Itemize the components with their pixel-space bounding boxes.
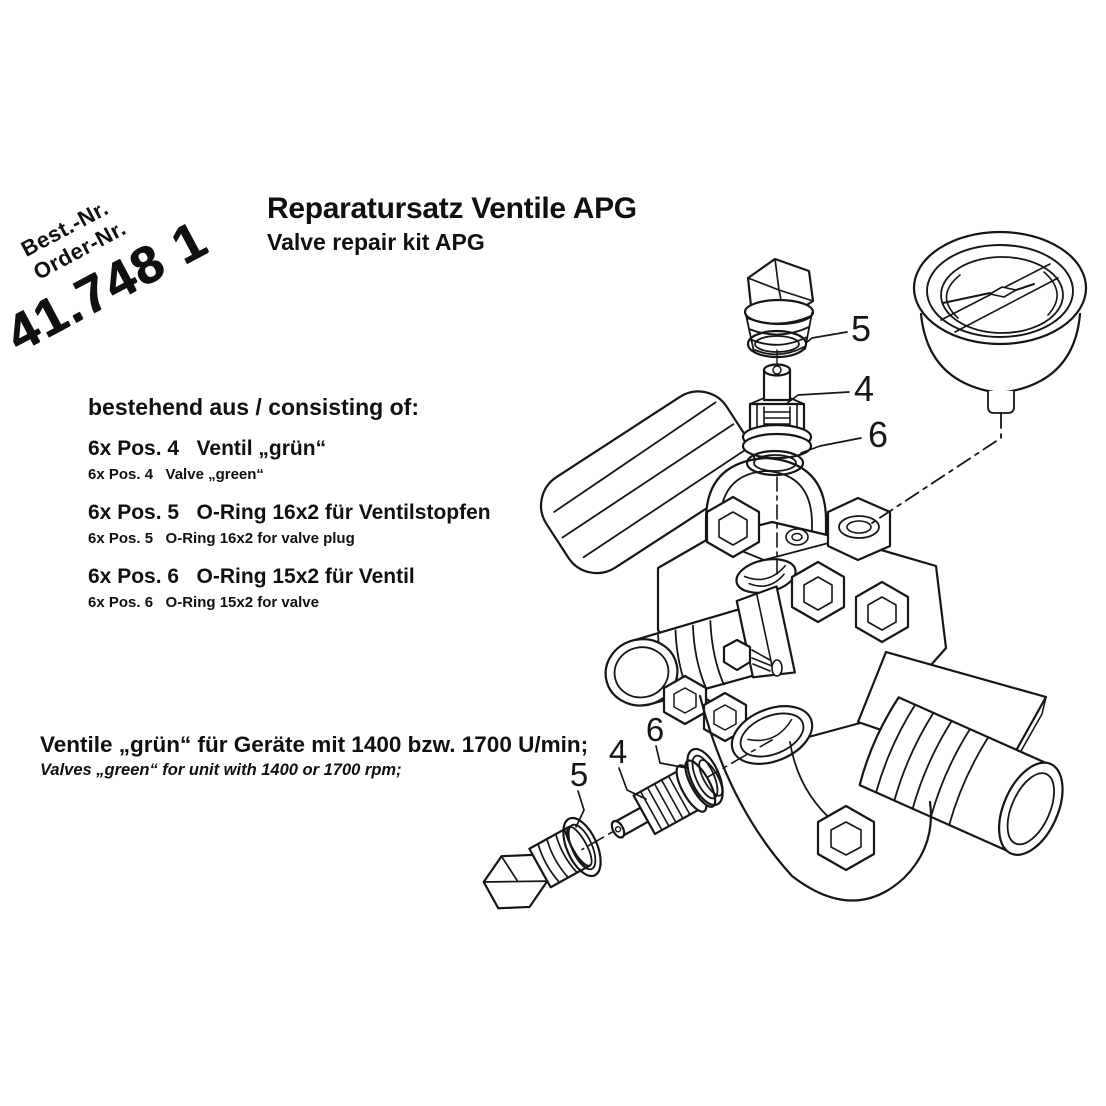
item-pos6-de: 6x Pos. 6 O-Ring 15x2 für Ventil [88,565,415,588]
gauge-leader-dashed [871,412,1002,524]
callout-top-6: 6 [868,414,888,455]
o-ring-16x2-bottom [562,816,602,878]
leader-top-5 [805,331,848,344]
valve-plug-bottom [482,825,593,910]
callout-numbers: 5 4 6 6 4 5 [570,308,888,793]
kit-contents: bestehend aus / consisting of: 6x Pos. 4… [88,394,491,629]
leader-bottom-4 [618,767,647,800]
hex-bolt [662,674,708,726]
callout-bottom-6: 6 [646,711,664,748]
note-de: Ventile „grün“ für Geräte mit 1400 bzw. … [40,732,589,757]
leader-top-4 [785,391,850,405]
o-ring-15x2-bottom [686,747,724,807]
gauge-stem [987,390,1015,414]
hex-bolt [790,560,846,624]
valve-plug-top [743,257,815,356]
contents-item-pos5: 6x Pos. 5 O-Ring 16x2 für Ventilstopfen … [88,501,491,547]
item-pos4-de: 6x Pos. 4 Ventil „grün“ [88,437,327,460]
valve-assembly-top [741,257,815,575]
inlet-port-left [604,585,796,707]
o-ring-16x2-top [746,329,808,359]
leader-top-6 [800,437,862,454]
valve-cartridge-top [741,363,813,460]
title-en: Valve repair kit APG [267,229,485,255]
hex-bolt [702,691,748,743]
leader-bottom-5 [575,790,585,828]
callout-bottom-4: 4 [609,733,627,770]
callout-top-5: 5 [851,308,871,349]
gauge-port [826,496,892,562]
callout-leaders [575,331,862,828]
item-pos5-de: 6x Pos. 5 O-Ring 16x2 für Ventilstopfen [88,501,491,524]
contents-item-pos4: 6x Pos. 4 Ventil „grün“ 6x Pos. 4 Valve … [88,437,491,483]
item-pos5-en: 6x Pos. 5 O-Ring 16x2 for valve plug [88,530,355,547]
contents-item-pos6: 6x Pos. 6 O-Ring 15x2 für Ventil 6x Pos.… [88,565,491,611]
speed-note: Ventile „grün“ für Geräte mit 1400 bzw. … [40,732,588,780]
callout-top-4: 4 [854,368,874,409]
hex-bolt [705,495,761,559]
pump-manifold [539,390,1064,902]
page-title: Reparatursatz Ventile APG Valve repair k… [267,192,637,256]
o-ring-15x2-top [745,449,805,477]
item-pos6-en: 6x Pos. 6 O-Ring 15x2 for valve [88,594,319,611]
valve-seat-opening [735,558,797,594]
gauge-needle [942,283,1035,304]
callout-bottom-5: 5 [570,756,588,793]
item-pos4-en: 6x Pos. 4 Valve „green“ [88,466,264,483]
title-de: Reparatursatz Ventile APG [267,192,637,225]
valve-assembly-bottom [482,739,773,910]
pump-housing-cylinder [539,390,756,575]
hex-bolt [816,804,876,872]
hex-bolt [854,580,910,644]
barb-fitting [722,638,783,677]
outlet-port-right [858,696,1064,856]
note-en: Valves „green“ for unit with 1400 or 170… [40,761,402,779]
contents-heading: bestehend aus / consisting of: [88,394,419,420]
leader-bottom-6 [655,745,688,769]
pressure-gauge [871,230,1088,524]
